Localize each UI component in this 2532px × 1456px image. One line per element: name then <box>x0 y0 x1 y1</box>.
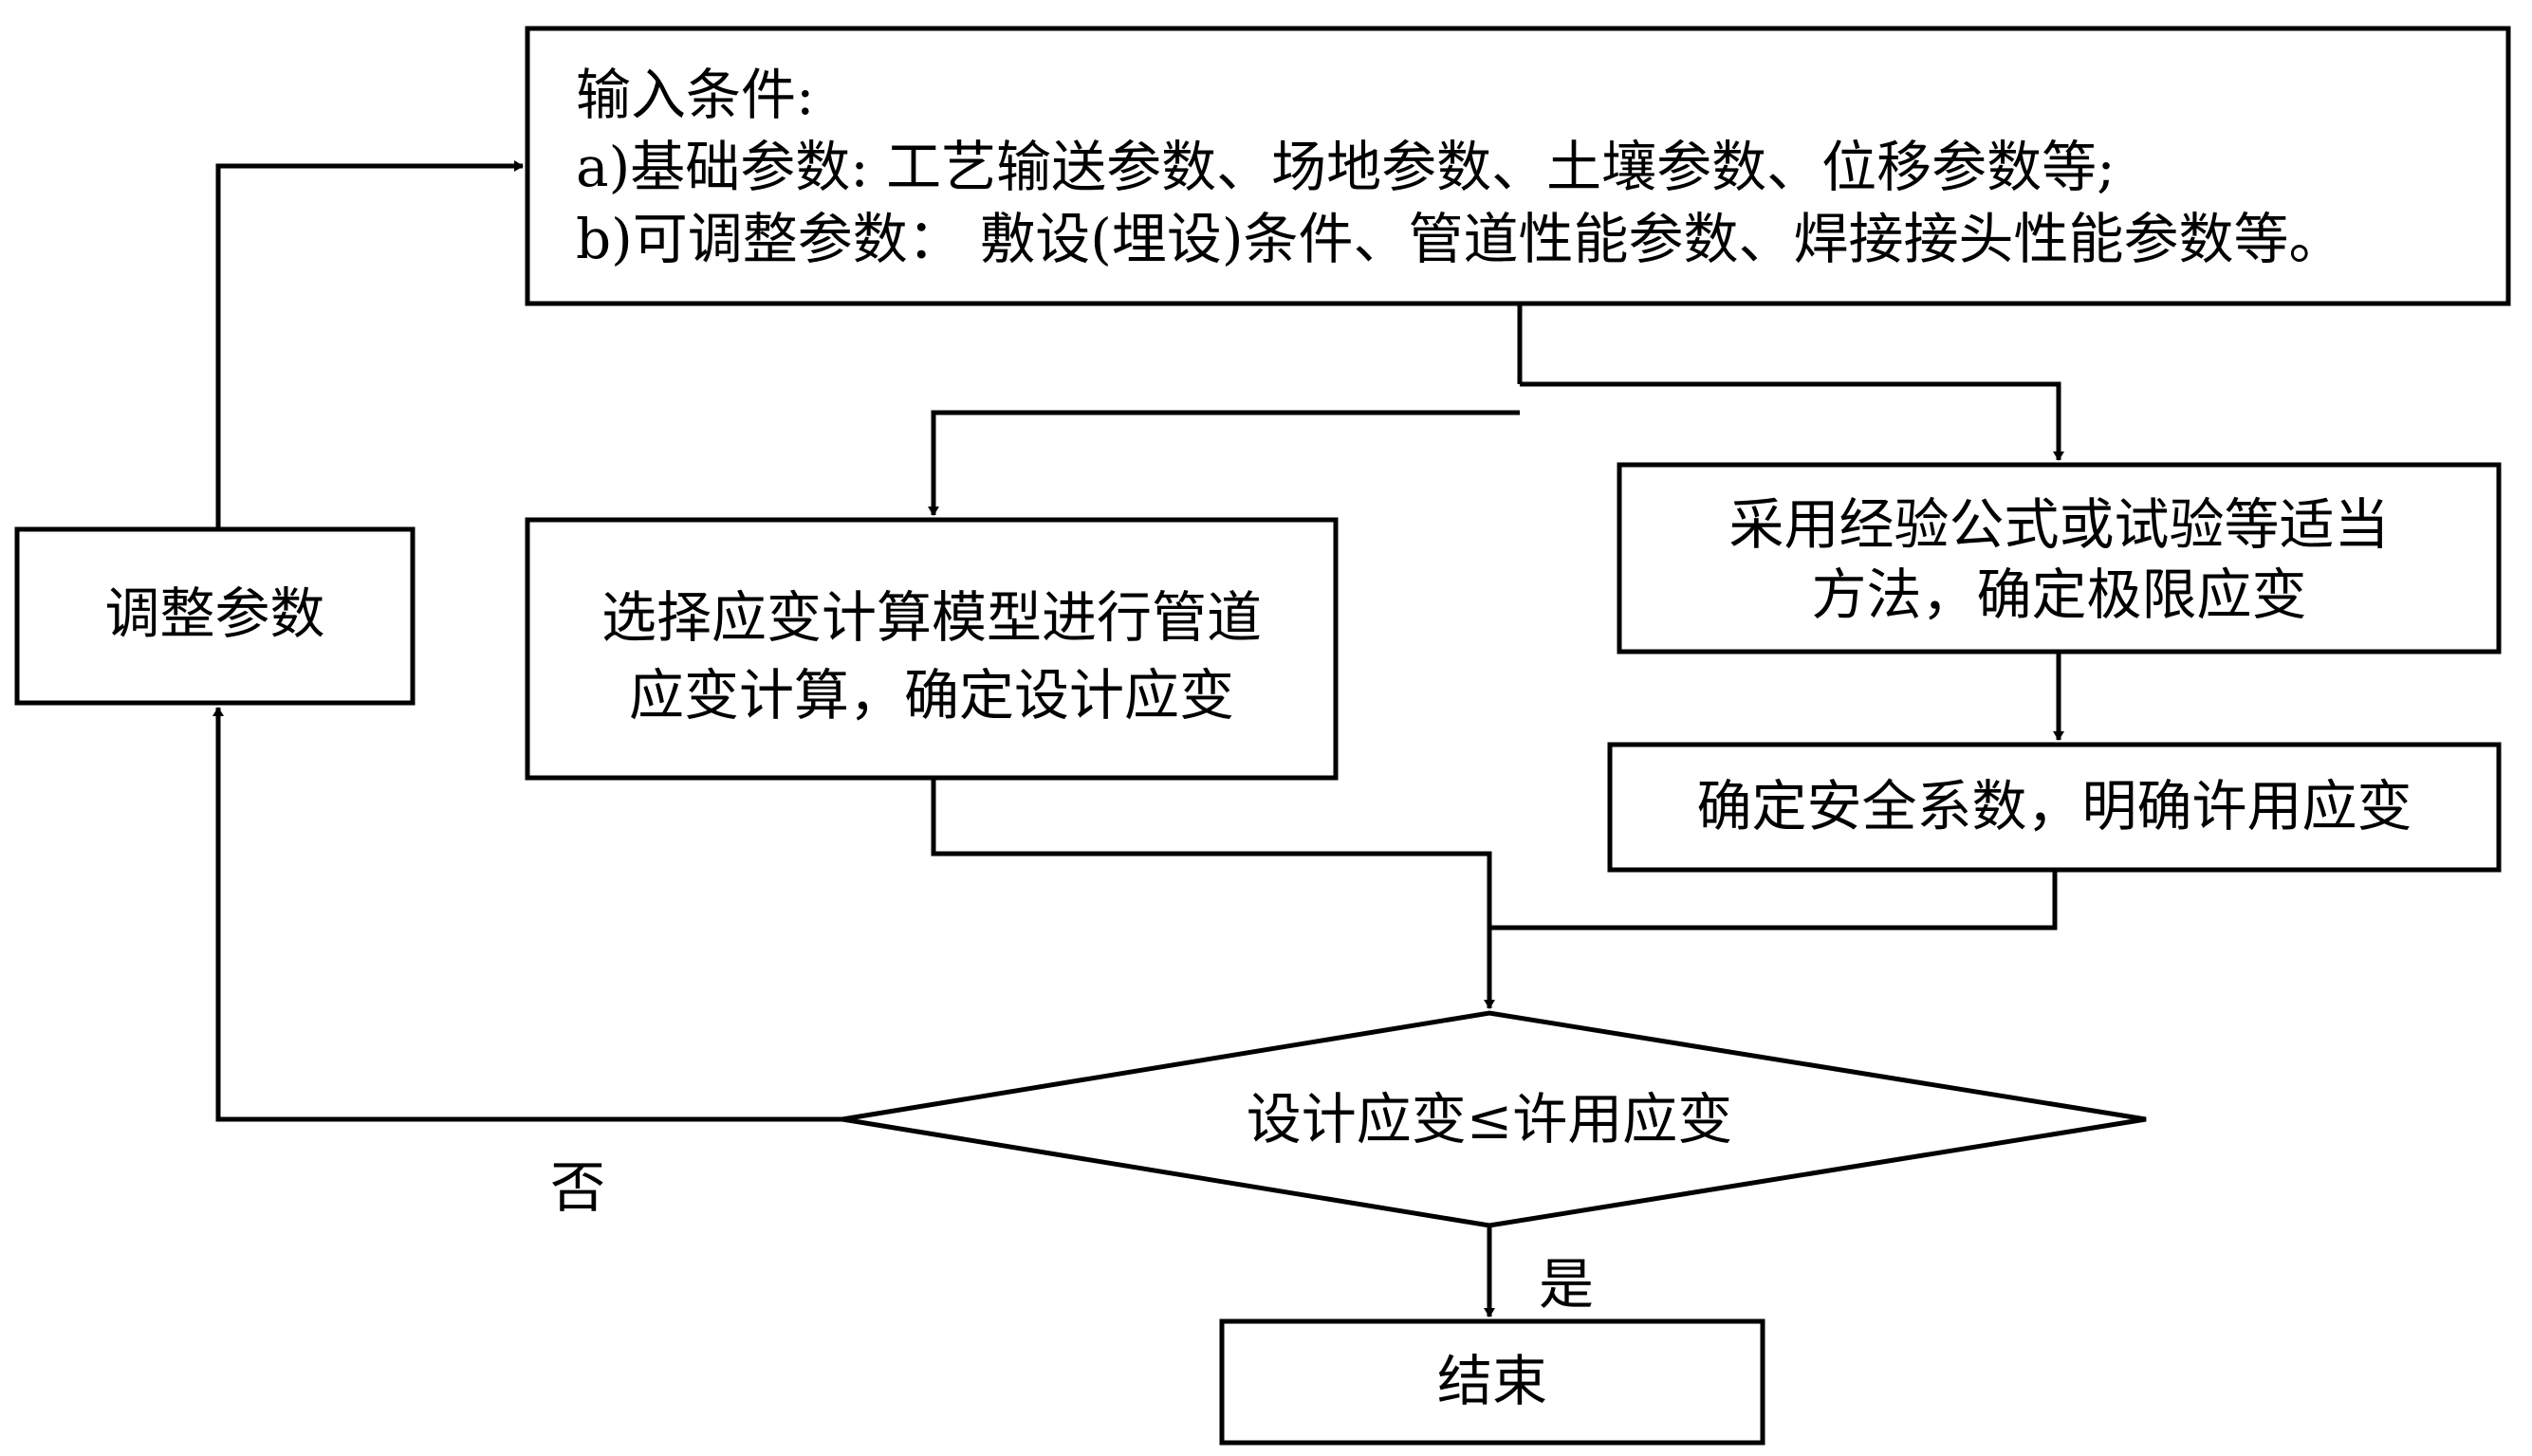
input-conditions-line-b: b)可调整参数： 敷设(埋设)条件、管道性能参数、焊接接头性能参数等。 <box>576 207 2344 271</box>
end-box <box>1219 1318 1765 1446</box>
adjust-params-box <box>14 526 416 706</box>
no-label: 否 <box>550 1155 606 1220</box>
connector-to-limit-strain <box>1520 381 2064 461</box>
limit-strain-text: 采用经验公式或试验等适当 方法，确定极限应变 <box>1619 489 2499 630</box>
connector-to-strain-calc <box>928 410 1520 516</box>
decision-label: 设计应变≤许用应变 <box>1246 1087 1733 1152</box>
strain-calc-line2: 应变计算，确定设计应变 <box>628 663 1234 728</box>
safety-factor-label: 确定安全系数，明确许用应变 <box>1696 774 2412 839</box>
connector-no-to-adjust <box>213 707 842 1122</box>
adjust-params-label: 调整参数 <box>104 581 325 646</box>
strain-calc-line1: 选择应变计算模型进行管道 <box>601 585 1262 650</box>
strain-calc-text: 选择应变计算模型进行管道 应变计算，确定设计应变 <box>527 579 1336 734</box>
end-label: 结束 <box>1436 1349 1547 1413</box>
connector-safety-to-merge <box>1489 870 2058 931</box>
input-conditions-line-a: a)基础参数: 工艺输送参数、场地参数、土壤参数、位移参数等; <box>576 135 2116 199</box>
yes-label: 是 <box>1539 1252 1595 1317</box>
limit-strain-line2: 方法，确定极限应变 <box>1811 562 2307 627</box>
input-conditions-title: 输入条件: <box>576 63 815 127</box>
limit-strain-line1: 采用经验公式或试验等适当 <box>1728 492 2390 557</box>
decision-diamond <box>841 1010 2147 1228</box>
connector-strain-to-decision <box>931 778 1495 1009</box>
connector-adjust-to-input <box>215 160 524 529</box>
input-conditions-text: 输入条件: a)基础参数: 工艺输送参数、场地参数、土壤参数、位移参数等; b)… <box>576 59 2343 275</box>
